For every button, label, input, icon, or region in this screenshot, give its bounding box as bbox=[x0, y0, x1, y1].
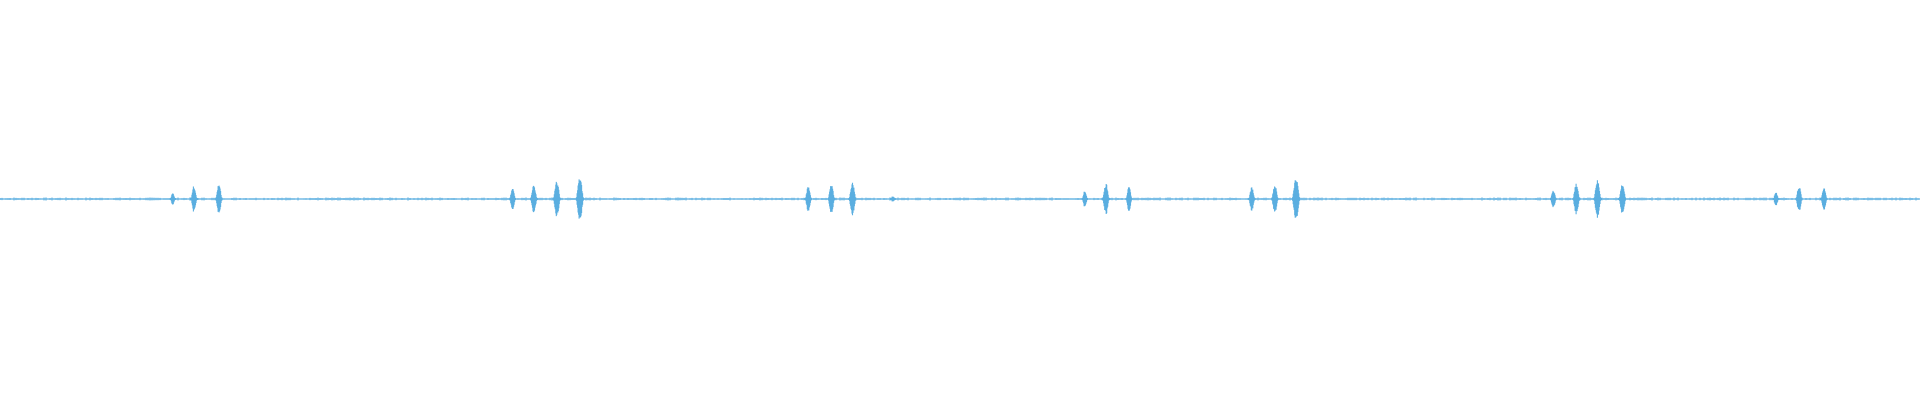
waveform-burst bbox=[827, 186, 836, 212]
waveform-burst bbox=[552, 181, 561, 217]
waveform-burst bbox=[1618, 185, 1627, 213]
waveform-burst bbox=[1248, 187, 1256, 211]
waveform-burst bbox=[1271, 186, 1279, 212]
waveform-burst bbox=[575, 179, 585, 219]
waveform-burst bbox=[890, 196, 896, 202]
waveform-burst bbox=[1549, 190, 1557, 208]
waveform-burst bbox=[1125, 187, 1133, 211]
waveform-burst bbox=[1081, 191, 1089, 207]
waveform-burst bbox=[1593, 180, 1602, 218]
waveform-burst bbox=[530, 185, 538, 213]
waveform-burst bbox=[1820, 188, 1828, 210]
waveform-burst bbox=[1291, 180, 1301, 218]
waveform-burst bbox=[1772, 192, 1780, 206]
waveform-burst bbox=[190, 186, 198, 212]
waveform-bursts bbox=[169, 179, 1828, 219]
waveform-burst bbox=[169, 193, 176, 205]
waveform-burst bbox=[215, 185, 223, 213]
waveform-burst bbox=[1572, 183, 1581, 215]
waveform-burst bbox=[1795, 188, 1803, 210]
waveform-burst bbox=[804, 187, 812, 211]
waveform-burst bbox=[1102, 184, 1110, 214]
waveform-burst bbox=[509, 189, 517, 209]
waveform-burst bbox=[848, 182, 857, 216]
